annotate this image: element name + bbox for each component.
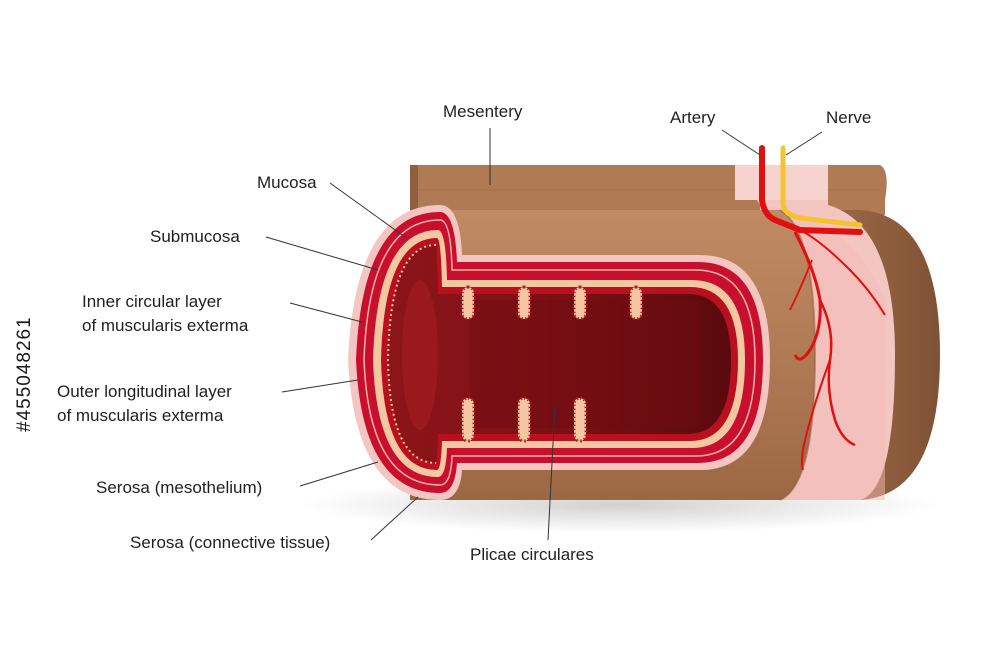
vessels <box>759 145 886 471</box>
cross-section <box>348 205 770 500</box>
label-serosa-mesothelium: Serosa (mesothelium) <box>96 478 263 497</box>
label-mucosa: Mucosa <box>257 173 317 192</box>
nerve-line <box>780 145 863 228</box>
label-inner-circular: Inner circular layer of muscularis exter… <box>82 290 248 338</box>
leader-lines <box>265 128 823 541</box>
label-inner-circular-line1: Inner circular layer <box>82 292 222 311</box>
label-inner-circular-line2: of muscularis exterma <box>82 316 249 335</box>
label-artery: Artery <box>670 108 716 127</box>
label-mesentery: Mesentery <box>443 102 523 121</box>
label-submucosa: Submucosa <box>150 227 240 246</box>
label-outer-longitudinal: Outer longitudinal layer of muscularis e… <box>57 380 232 428</box>
label-serosa-connective: Serosa (connective tissue) <box>130 533 331 552</box>
label-outer-longitudinal-line1: Outer longitudinal layer <box>57 382 232 401</box>
label-plicae-circulares: Plicae circulares <box>470 545 594 564</box>
label-nerve: Nerve <box>826 108 872 127</box>
artery-line <box>759 145 863 235</box>
stock-id-watermark: #455048261 <box>14 316 35 432</box>
label-outer-longitudinal-line2: of muscularis exterma <box>57 406 224 425</box>
